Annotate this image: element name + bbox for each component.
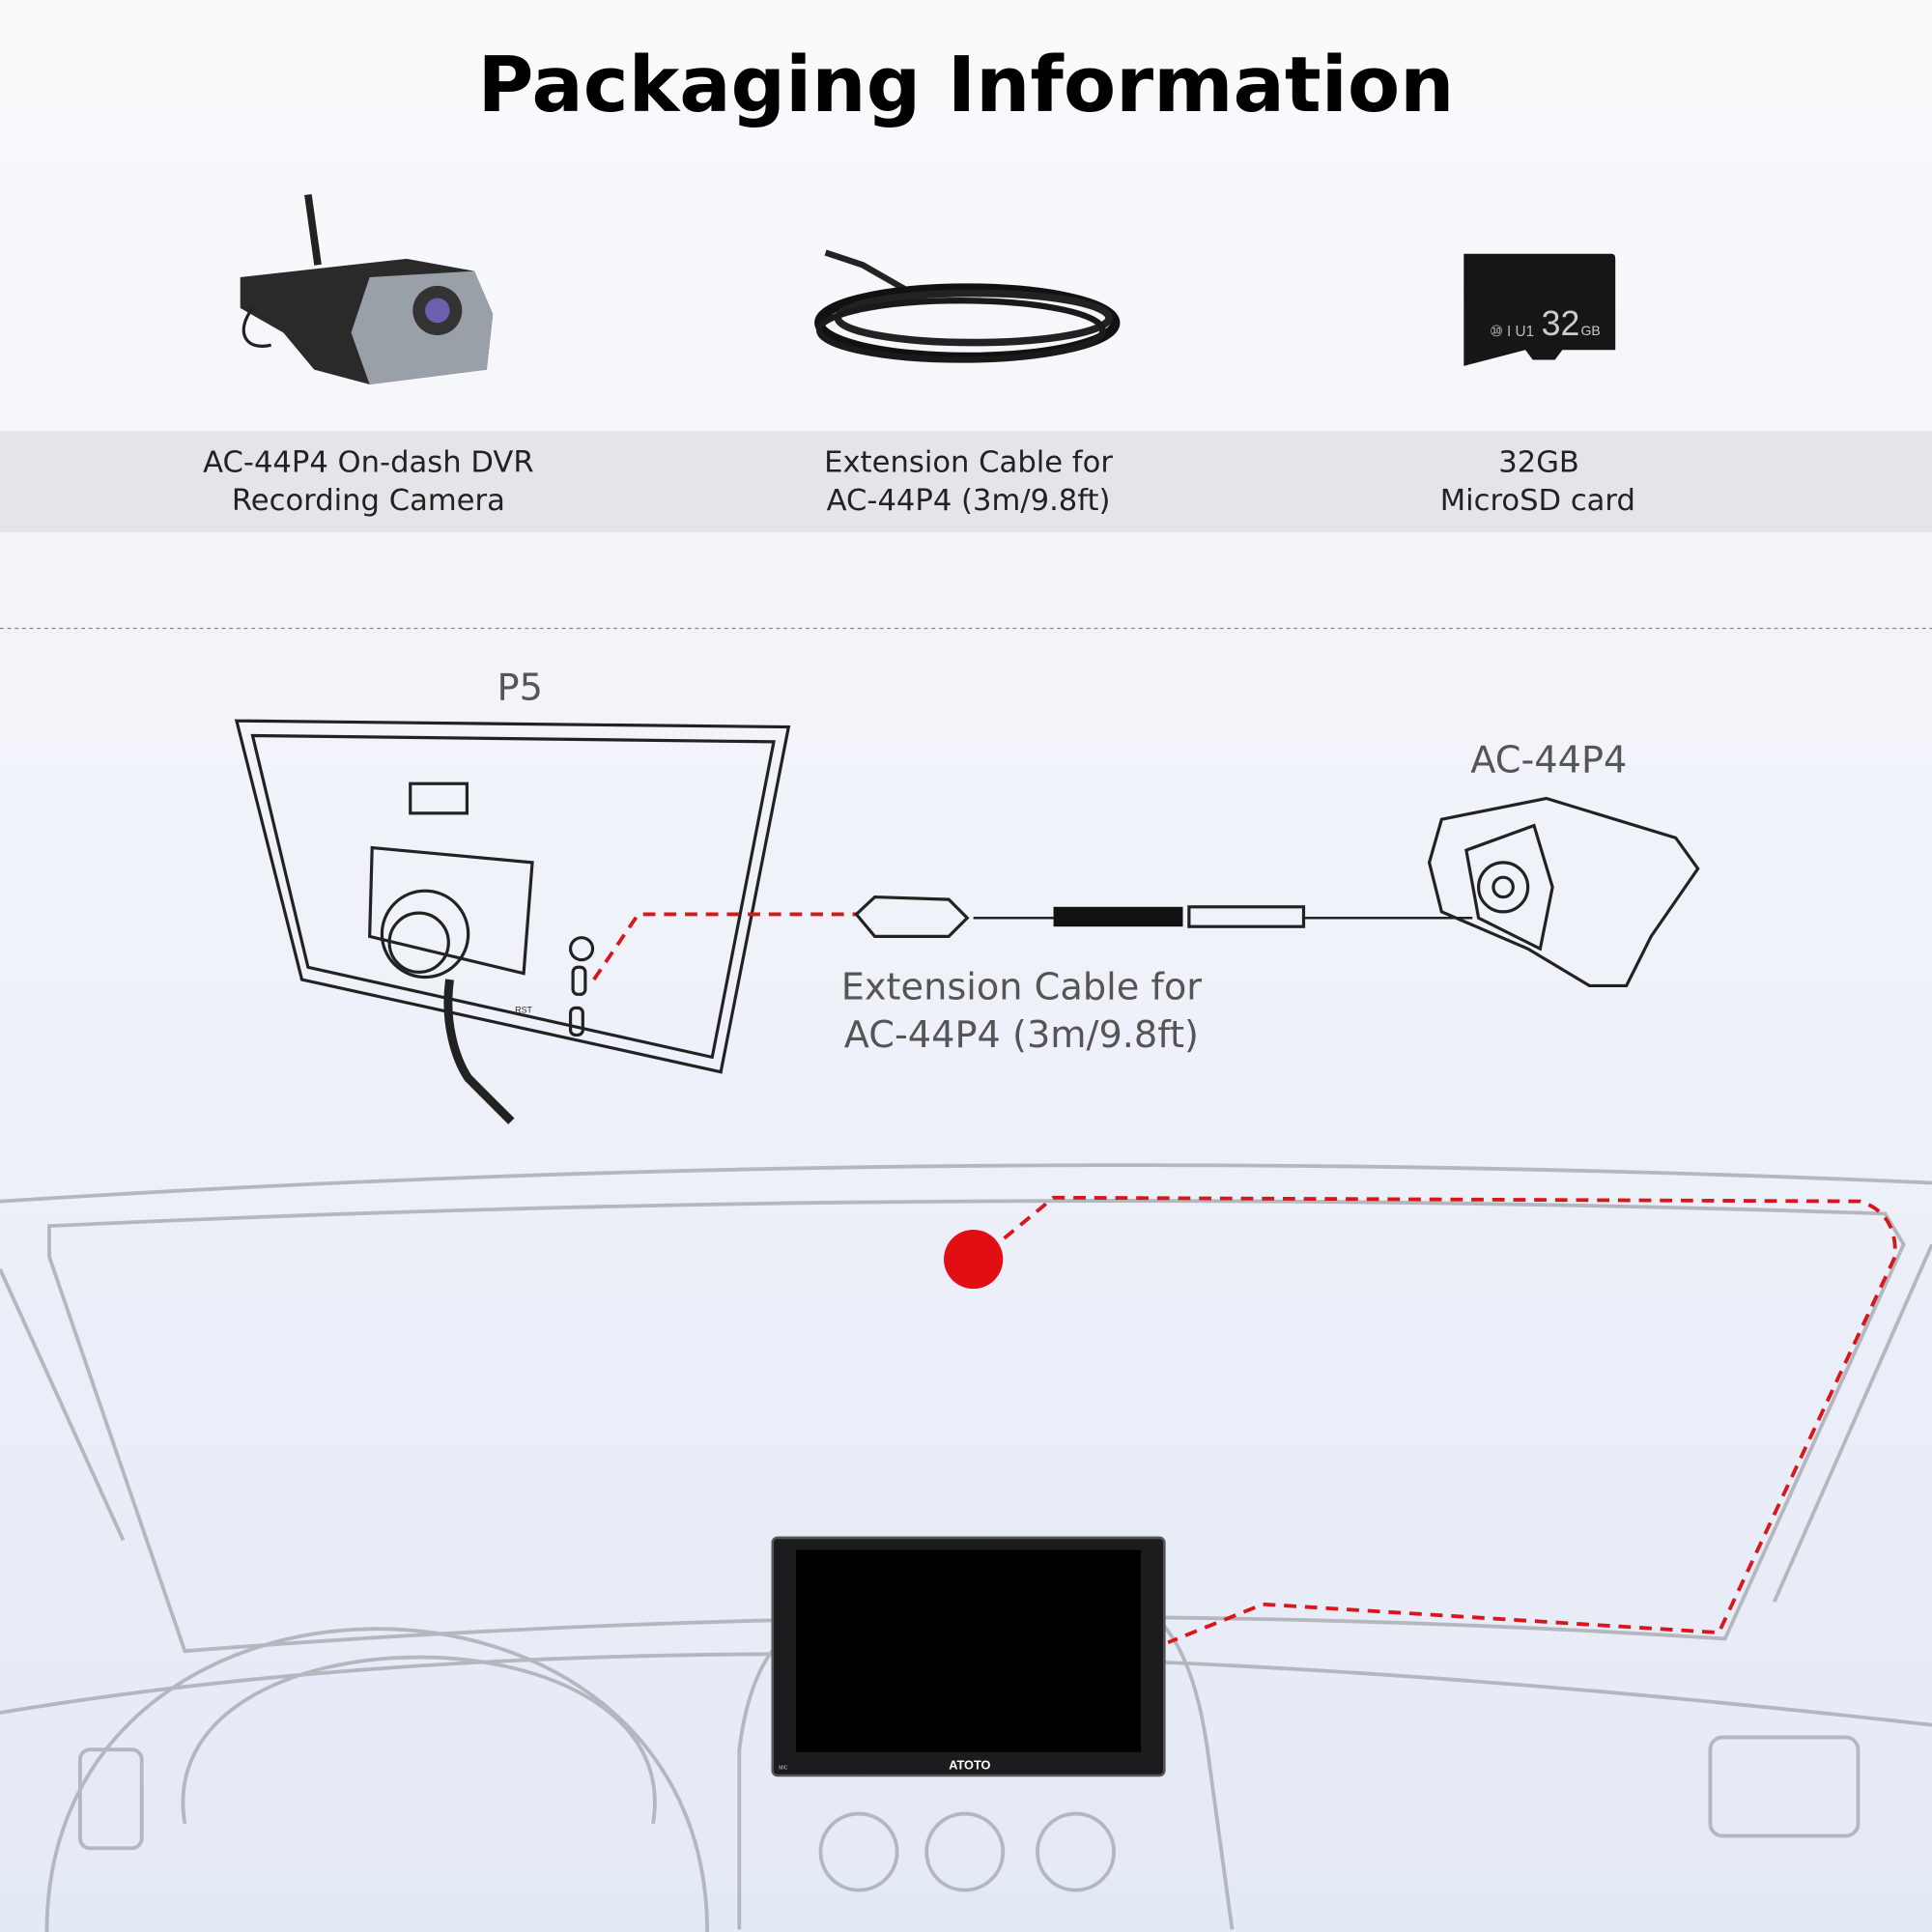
sd-unit: GB [1580, 323, 1600, 338]
sd-speed-marks: ⑩ I U1 [1490, 324, 1534, 340]
cable-label-line2: AC-44P4 (3m/9.8ft) [844, 1013, 1199, 1057]
item-label-sdcard: 32GB MicroSD card [1440, 446, 1635, 519]
svg-text:Recording Camera: Recording Camera [232, 484, 505, 518]
brand-logo: ATOTO [949, 1758, 990, 1773]
microsd-card-image: ⑩ I U1 32 GB [1463, 253, 1616, 366]
sd-capacity: 32 [1542, 304, 1580, 343]
svg-text:Extension Cable for: Extension Cable for [824, 446, 1113, 480]
windshield-cable-route [1003, 1195, 1897, 1645]
extension-cable-drawing [854, 895, 1473, 938]
camera-mount-point [944, 1229, 1004, 1290]
mic-label: MIC [779, 1766, 788, 1772]
cable-label-line1: Extension Cable for [841, 965, 1203, 1009]
page-title: Packaging Information [478, 41, 1455, 129]
svg-text:AC-44P4 (3m/9.8ft): AC-44P4 (3m/9.8ft) [827, 484, 1111, 518]
item-label-cable: Extension Cable for AC-44P4 (3m/9.8ft) [824, 446, 1113, 519]
dvr-camera-image [240, 193, 494, 384]
svg-text:32GB: 32GB [1498, 446, 1579, 480]
label-band [0, 431, 1932, 533]
device-label: P5 [497, 666, 543, 709]
item-label-camera: AC-44P4 On-dash DVR Recording Camera [203, 446, 533, 519]
svg-text:MicroSD card: MicroSD card [1440, 484, 1635, 518]
head-unit-screen: ATOTO MIC [771, 1536, 1166, 1777]
svg-text:AC-44P4 On-dash DVR: AC-44P4 On-dash DVR [203, 446, 533, 480]
extension-cable-image [814, 249, 1121, 363]
cable-route-red [592, 912, 857, 981]
p5-device-drawing: RST [234, 719, 791, 1124]
camera-label: AC-44P4 [1470, 739, 1627, 782]
ac44p4-camera-drawing [1427, 796, 1700, 988]
rst-label: RST [515, 1005, 532, 1014]
